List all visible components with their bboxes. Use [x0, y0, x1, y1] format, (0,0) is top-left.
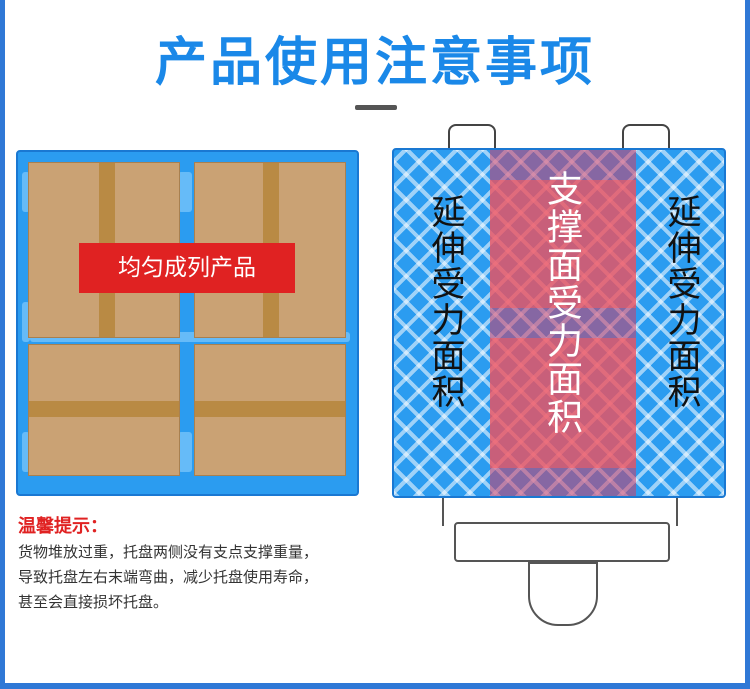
forklift-base-outline	[454, 522, 670, 562]
right-pallet-image: 延伸受力面积 支撑面受力面积 延伸受力面积	[392, 148, 726, 498]
pallet-slot	[178, 172, 192, 212]
bottom-border	[0, 683, 750, 689]
cardboard-box	[28, 344, 180, 476]
pallet-slot	[22, 432, 30, 472]
center-support-area-label: 支撑面受力面积	[541, 170, 582, 436]
pallet-slot	[22, 172, 30, 212]
support-zone-highlight	[490, 180, 636, 308]
right-border	[745, 0, 750, 689]
pallet-slot	[30, 332, 350, 342]
notice-body: 货物堆放过重，托盘两侧没有支点支撑重量， 导致托盘左右末端弯曲，减少托盘使用寿命…	[18, 540, 418, 615]
title-underline	[355, 105, 397, 110]
pallet-slot	[178, 432, 192, 472]
evenly-arranged-label: 均匀成列产品	[79, 243, 295, 293]
forklift-frame-line	[442, 498, 444, 526]
left-border	[0, 0, 5, 689]
pallet-slot	[22, 302, 30, 342]
right-extended-area-label: 延伸受力面积	[661, 194, 701, 410]
left-extended-area-label: 延伸受力面积	[425, 194, 465, 410]
support-zone-highlight	[490, 338, 636, 468]
notice-line: 导致托盘左右末端弯曲，减少托盘使用寿命，	[18, 568, 319, 586]
forklift-wheel-outline	[528, 562, 598, 626]
page-title: 产品使用注意事项	[154, 33, 595, 93]
notice-title: 温馨提示：	[18, 516, 108, 537]
cardboard-box	[194, 344, 346, 476]
notice-line: 货物堆放过重，托盘两侧没有支点支撑重量，	[18, 543, 319, 561]
forklift-frame-line	[676, 498, 678, 526]
notice-line: 甚至会直接损坏托盘。	[18, 593, 169, 611]
